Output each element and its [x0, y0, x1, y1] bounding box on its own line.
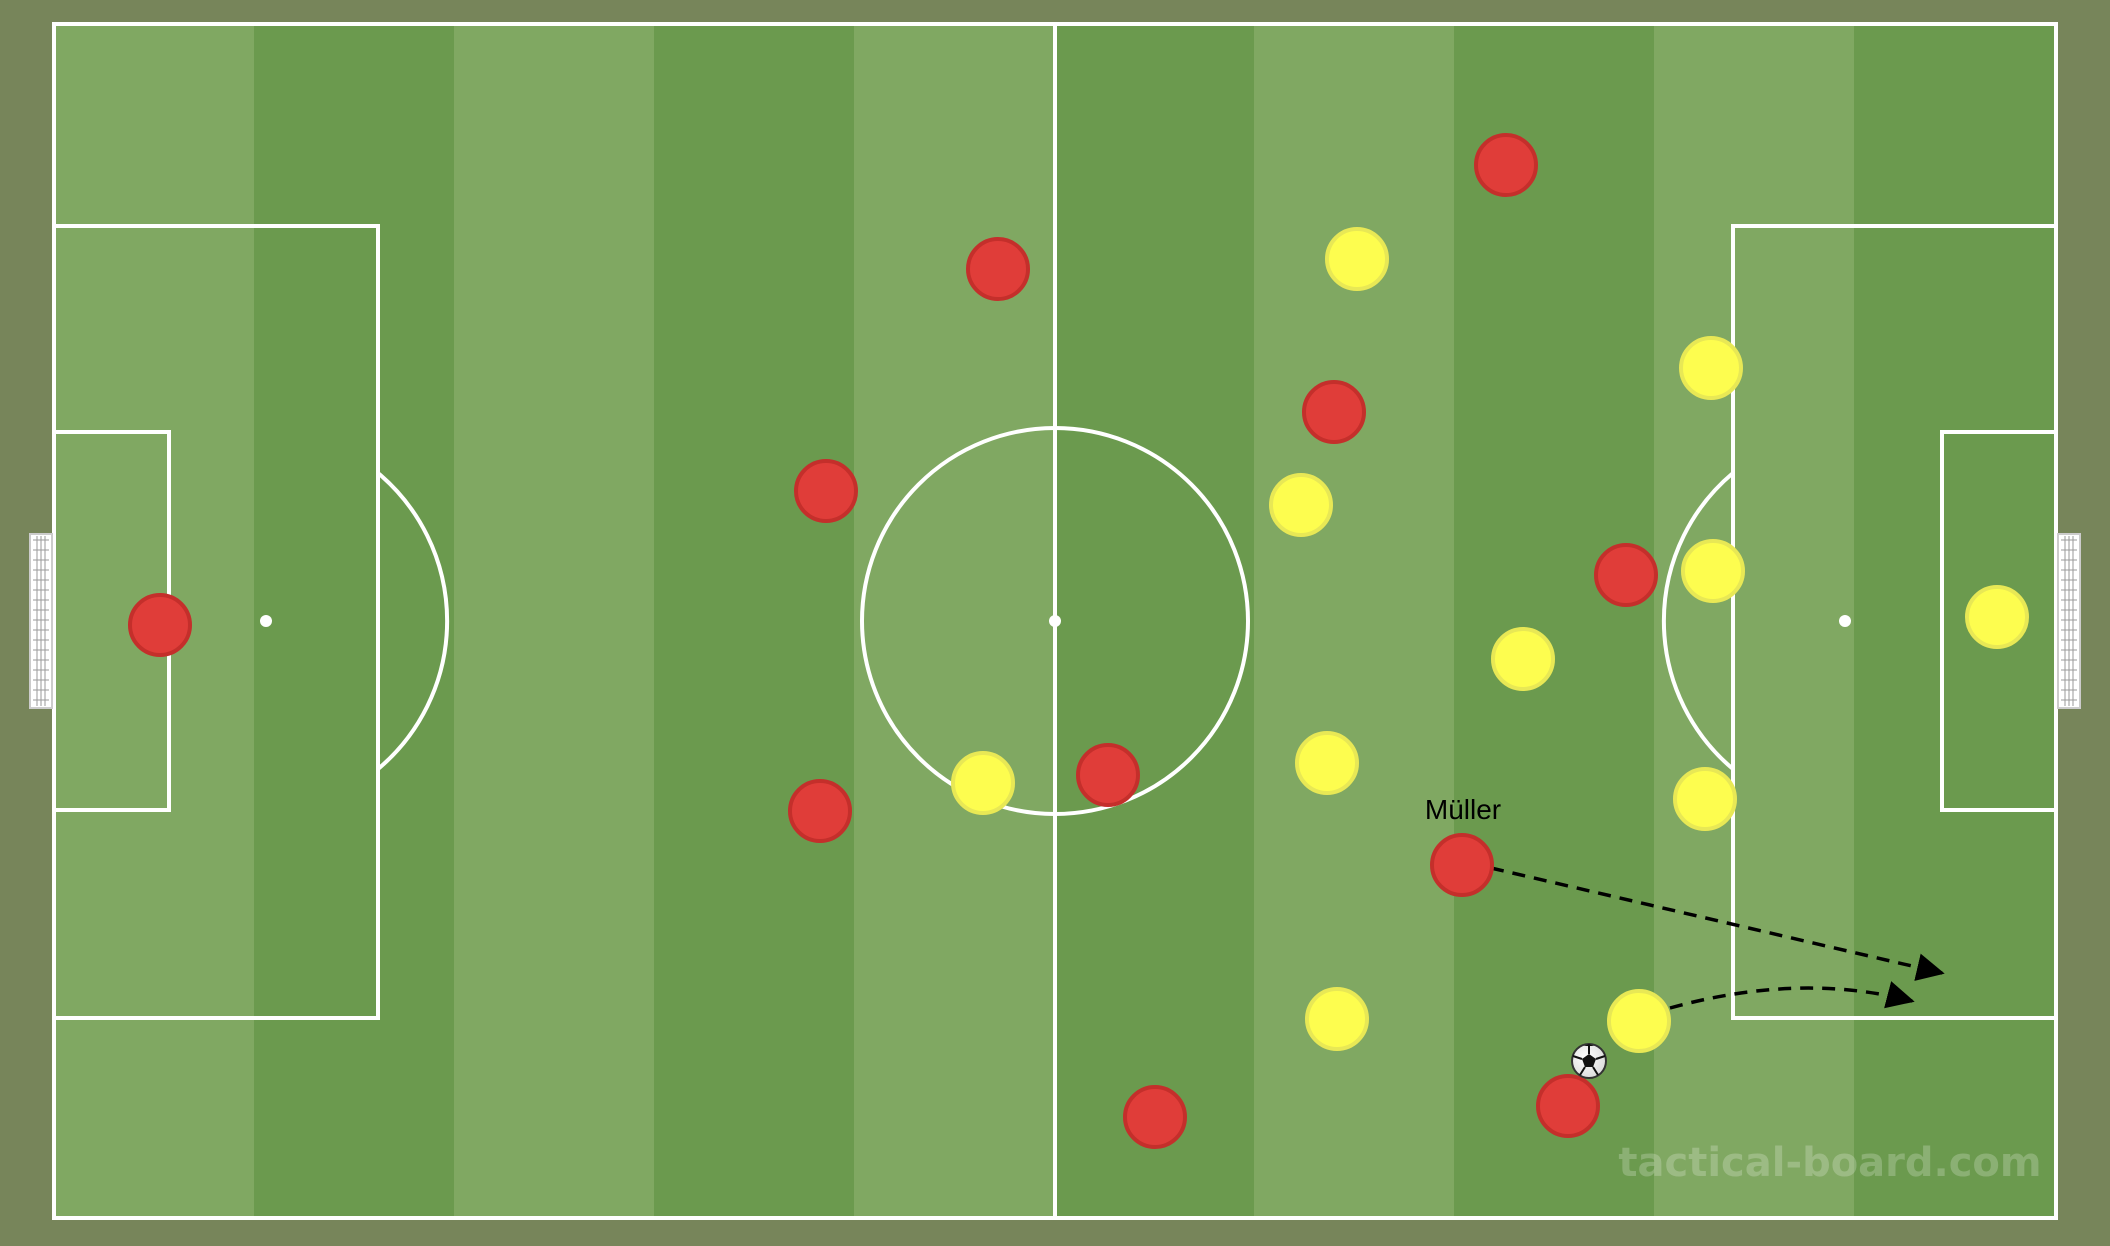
player-red[interactable] — [128, 593, 192, 657]
player-red[interactable] — [1536, 1074, 1600, 1138]
pitch-stripe — [254, 24, 454, 1218]
pitch-stripe — [1054, 24, 1254, 1218]
player-yellow[interactable] — [1673, 767, 1737, 831]
player-red-muller[interactable] — [1430, 833, 1494, 897]
right-penalty-arc — [1661, 471, 1735, 771]
right-penalty-spot — [1839, 615, 1851, 627]
run-arrow-winger — [1669, 981, 1915, 1010]
player-red[interactable] — [1076, 743, 1140, 807]
player-yellow[interactable] — [1269, 473, 1333, 537]
player-red[interactable] — [1302, 380, 1366, 444]
player-yellow[interactable] — [1965, 585, 2029, 649]
player-yellow[interactable] — [1679, 336, 1743, 400]
player-yellow[interactable] — [1305, 987, 1369, 1051]
player-red[interactable] — [788, 779, 852, 843]
pitch-stripe — [854, 24, 1054, 1218]
player-yellow[interactable] — [1491, 627, 1555, 691]
team-red — [128, 133, 1658, 1149]
pitch-stripe — [1654, 24, 1854, 1218]
movement-arrows — [1490, 866, 1945, 1010]
team-yellow — [951, 227, 2029, 1053]
player-yellow[interactable] — [1295, 731, 1359, 795]
left-penalty-arc — [376, 471, 450, 771]
player-yellow[interactable] — [1325, 227, 1389, 291]
player-yellow[interactable] — [951, 751, 1015, 815]
pitch-stripe — [654, 24, 854, 1218]
right-goal — [2057, 533, 2081, 709]
player-label-muller: Müller — [1425, 794, 1501, 825]
center-circle — [860, 426, 1250, 816]
player-red[interactable] — [1474, 133, 1538, 197]
player-red[interactable] — [1594, 543, 1658, 607]
center-spot — [1049, 615, 1061, 627]
left-penalty-spot — [260, 615, 272, 627]
left-goal — [29, 533, 53, 709]
player-red[interactable] — [966, 237, 1030, 301]
player-yellow[interactable] — [1607, 989, 1671, 1053]
soccer-ball-icon[interactable] — [1571, 1043, 1607, 1079]
player-red[interactable] — [1123, 1085, 1187, 1149]
player-yellow[interactable] — [1681, 539, 1745, 603]
run-arrow-muller — [1490, 866, 1945, 981]
pitch-stripe — [454, 24, 654, 1218]
player-red[interactable] — [794, 459, 858, 523]
watermark: tactical-board.com — [1618, 1140, 2041, 1186]
right-goal-area — [1940, 430, 2058, 812]
